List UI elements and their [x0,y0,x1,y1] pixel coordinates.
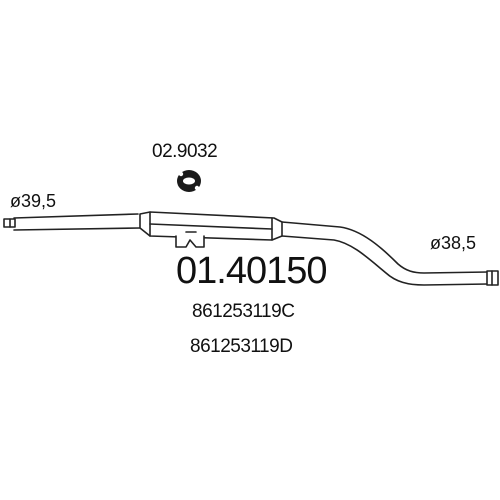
left-diameter-label: ø39,5 [10,191,57,211]
main-part-number: 01.40150 [176,250,327,292]
rubber-mount-icon [177,170,201,192]
oem-reference-2: 861253119D [190,336,293,357]
oem-reference-1: 861253119C [192,301,295,322]
right-diameter-label: ø38,5 [430,233,477,253]
hanger-bracket [175,231,205,248]
exhaust-pipe [13,213,489,286]
center-muffler [139,211,283,241]
left-pipe-end [3,218,16,228]
right-pipe-end [486,270,499,286]
mount-part-number: 02.9032 [152,141,218,162]
